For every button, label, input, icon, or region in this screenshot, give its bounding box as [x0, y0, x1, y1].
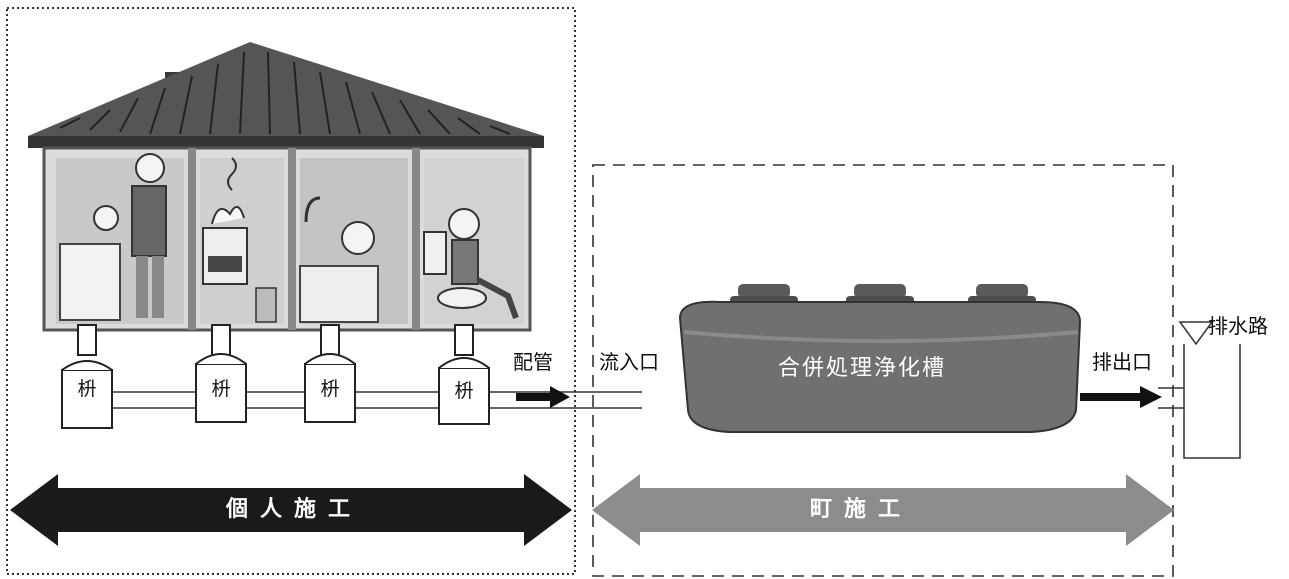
masu-4: [438, 324, 490, 425]
masu-3-label: 枡: [320, 378, 340, 400]
masu-1-label: 枡: [77, 378, 97, 400]
drain-channel: [1178, 321, 1241, 459]
masu-4-label: 枡: [454, 380, 474, 402]
outlet-flow-arrow: [1080, 386, 1184, 409]
town-work-arrow: [592, 474, 1174, 546]
pipe-flow-arrow: [516, 386, 570, 408]
septic-tank: [678, 284, 1082, 433]
inlet-label: 流入口: [599, 350, 659, 374]
drain-label: 排水路: [1208, 314, 1268, 338]
individual-area-boundary: [6, 7, 576, 575]
masu-1: [61, 324, 113, 429]
town-work-label: 町施工: [810, 497, 913, 522]
masu-2-label: 枡: [211, 378, 231, 400]
individual-work-arrow: [10, 474, 572, 546]
individual-work-label: 個人施工: [226, 497, 363, 522]
house-illustration: [28, 42, 544, 332]
masu-3: [304, 324, 356, 423]
outlet-label: 排出口: [1092, 350, 1152, 374]
town-area-boundary: [592, 164, 1174, 577]
tank-label: 合併処理浄化槽: [778, 356, 947, 381]
pipe-label: 配管: [513, 350, 553, 374]
masu-2: [195, 324, 247, 423]
